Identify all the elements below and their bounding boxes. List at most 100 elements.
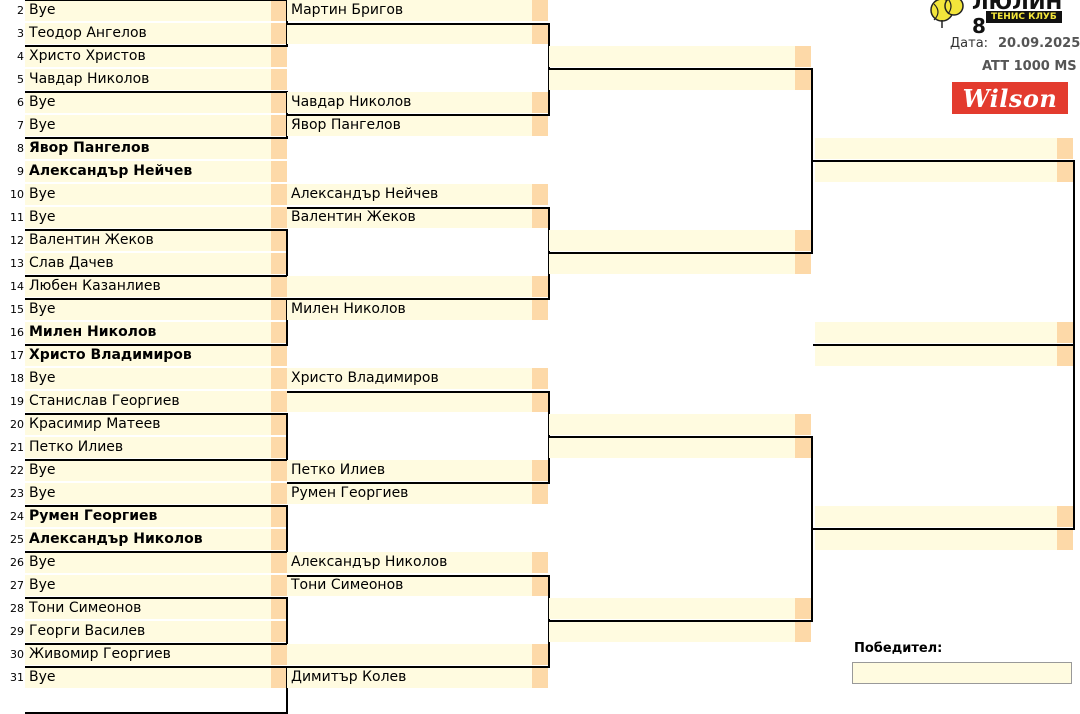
score-r1-cell[interactable]	[271, 161, 287, 182]
score-r4-cell[interactable]	[1057, 322, 1073, 343]
player-r2-cell[interactable]: Мартин Бригов	[287, 0, 532, 21]
player-r1-cell[interactable]: Bye	[25, 299, 271, 320]
player-r1-cell[interactable]: Милен Николов	[25, 322, 271, 343]
score-r4-cell[interactable]	[1057, 161, 1073, 182]
player-r1-cell[interactable]: Любен Казанлиев	[25, 276, 271, 297]
player-r1-cell[interactable]: Румен Георгиев	[25, 506, 271, 527]
score-r2-cell[interactable]	[532, 667, 548, 688]
score-r1-cell[interactable]	[271, 667, 287, 688]
player-r1-cell[interactable]: Bye	[25, 184, 271, 205]
score-r2-cell[interactable]	[532, 552, 548, 573]
player-r2-cell[interactable]: Тони Симеонов	[287, 575, 532, 596]
player-r4-cell[interactable]	[815, 322, 1057, 343]
score-r1-cell[interactable]	[271, 23, 287, 44]
player-r1-cell[interactable]: Явор Пангелов	[25, 138, 271, 159]
score-r1-cell[interactable]	[271, 115, 287, 136]
player-r1-cell[interactable]: Bye	[25, 115, 271, 136]
player-r2-cell[interactable]: Петко Илиев	[287, 460, 532, 481]
player-r1-cell[interactable]: Bye	[25, 0, 271, 21]
score-r2-cell[interactable]	[532, 299, 548, 320]
score-r1-cell[interactable]	[271, 69, 287, 90]
player-r4-cell[interactable]	[815, 529, 1057, 550]
player-r1-cell[interactable]: Александър Николов	[25, 529, 271, 550]
player-r1-cell[interactable]: Bye	[25, 552, 271, 573]
score-r3-cell[interactable]	[795, 230, 811, 251]
score-r2-cell[interactable]	[532, 184, 548, 205]
score-r1-cell[interactable]	[271, 391, 287, 412]
score-r1-cell[interactable]	[271, 322, 287, 343]
score-r2-cell[interactable]	[532, 23, 548, 44]
score-r1-cell[interactable]	[271, 138, 287, 159]
player-r1-cell[interactable]: Чавдар Николов	[25, 69, 271, 90]
player-r1-cell[interactable]: Bye	[25, 460, 271, 481]
score-r3-cell[interactable]	[795, 69, 811, 90]
score-r2-cell[interactable]	[532, 115, 548, 136]
player-r1-cell[interactable]: Bye	[25, 575, 271, 596]
score-r1-cell[interactable]	[271, 529, 287, 550]
player-r1-cell[interactable]: Красимир Матеев	[25, 414, 271, 435]
score-r1-cell[interactable]	[271, 299, 287, 320]
player-r1-cell[interactable]: Георги Василев	[25, 621, 271, 642]
player-r4-cell[interactable]	[815, 138, 1057, 159]
player-r1-cell[interactable]: Bye	[25, 207, 271, 228]
score-r1-cell[interactable]	[271, 414, 287, 435]
player-r1-cell[interactable]: Bye	[25, 92, 271, 113]
score-r2-cell[interactable]	[532, 207, 548, 228]
winner-cell[interactable]	[852, 662, 1072, 684]
score-r1-cell[interactable]	[271, 345, 287, 366]
player-r2-cell[interactable]: Милен Николов	[287, 299, 532, 320]
player-r2-cell[interactable]: Румен Георгиев	[287, 483, 532, 504]
player-r1-cell[interactable]: Станислав Георгиев	[25, 391, 271, 412]
player-r2-cell[interactable]: Александър Николов	[287, 552, 532, 573]
player-r2-cell[interactable]	[287, 276, 532, 297]
score-r1-cell[interactable]	[271, 46, 287, 67]
player-r2-cell[interactable]: Валентин Жеков	[287, 207, 532, 228]
player-r1-cell[interactable]: Христо Христов	[25, 46, 271, 67]
player-r1-cell[interactable]: Тони Симеонов	[25, 598, 271, 619]
player-r1-cell[interactable]: Александър Нейчев	[25, 161, 271, 182]
score-r1-cell[interactable]	[271, 437, 287, 458]
player-r4-cell[interactable]	[815, 345, 1057, 366]
score-r2-cell[interactable]	[532, 276, 548, 297]
score-r4-cell[interactable]	[1057, 345, 1073, 366]
player-r1-cell[interactable]: Bye	[25, 667, 271, 688]
score-r3-cell[interactable]	[795, 414, 811, 435]
score-r4-cell[interactable]	[1057, 529, 1073, 550]
score-r3-cell[interactable]	[795, 598, 811, 619]
player-r2-cell[interactable]: Христо Владимиров	[287, 368, 532, 389]
score-r1-cell[interactable]	[271, 621, 287, 642]
score-r1-cell[interactable]	[271, 207, 287, 228]
score-r1-cell[interactable]	[271, 552, 287, 573]
player-r2-cell[interactable]: Чавдар Николов	[287, 92, 532, 113]
player-r1-cell[interactable]: Петко Илиев	[25, 437, 271, 458]
score-r3-cell[interactable]	[795, 253, 811, 274]
player-r1-cell[interactable]: Теодор Ангелов	[25, 23, 271, 44]
score-r3-cell[interactable]	[795, 46, 811, 67]
score-r1-cell[interactable]	[271, 368, 287, 389]
score-r1-cell[interactable]	[271, 276, 287, 297]
player-r2-cell[interactable]	[287, 23, 532, 44]
player-r3-cell[interactable]	[549, 46, 795, 67]
score-r2-cell[interactable]	[532, 483, 548, 504]
player-r1-cell[interactable]: Слав Дачев	[25, 253, 271, 274]
score-r1-cell[interactable]	[271, 0, 287, 21]
score-r2-cell[interactable]	[532, 368, 548, 389]
score-r1-cell[interactable]	[271, 460, 287, 481]
player-r4-cell[interactable]	[815, 506, 1057, 527]
score-r2-cell[interactable]	[532, 460, 548, 481]
player-r2-cell[interactable]: Явор Пангелов	[287, 115, 532, 136]
player-r3-cell[interactable]	[549, 414, 795, 435]
player-r3-cell[interactable]	[549, 253, 795, 274]
score-r3-cell[interactable]	[795, 621, 811, 642]
score-r1-cell[interactable]	[271, 483, 287, 504]
score-r2-cell[interactable]	[532, 391, 548, 412]
score-r2-cell[interactable]	[532, 0, 548, 21]
player-r1-cell[interactable]: Валентин Жеков	[25, 230, 271, 251]
player-r3-cell[interactable]	[549, 69, 795, 90]
player-r3-cell[interactable]	[549, 230, 795, 251]
player-r2-cell[interactable]: Александър Нейчев	[287, 184, 532, 205]
player-r2-cell[interactable]	[287, 391, 532, 412]
score-r1-cell[interactable]	[271, 506, 287, 527]
score-r1-cell[interactable]	[271, 644, 287, 665]
player-r1-cell[interactable]: Bye	[25, 483, 271, 504]
